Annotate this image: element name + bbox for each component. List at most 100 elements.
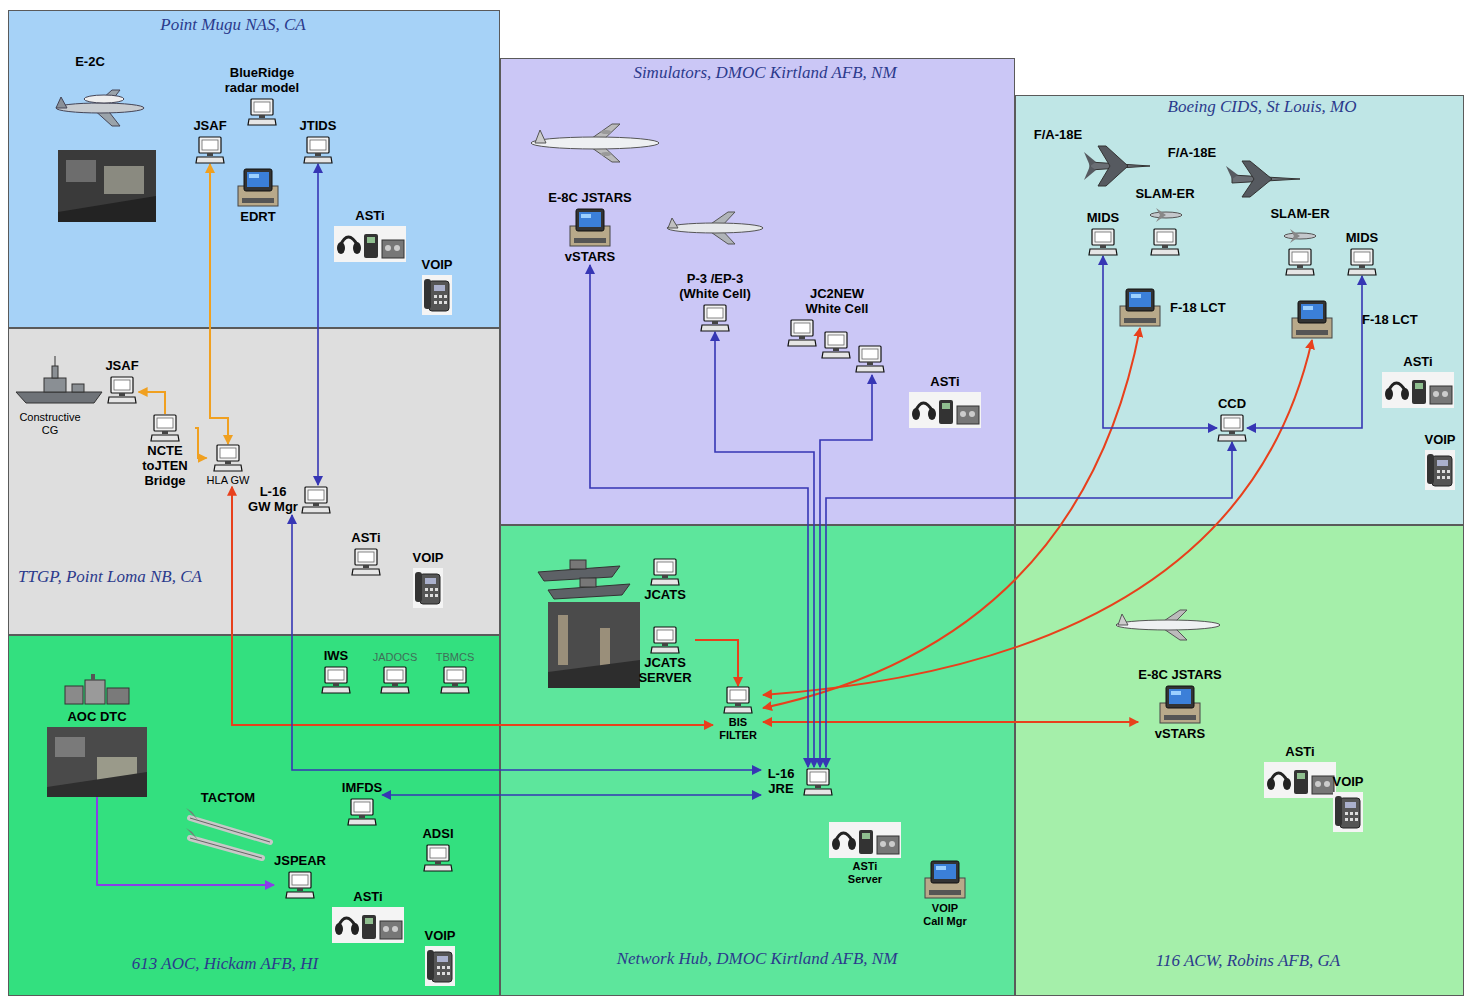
graphic-part (558, 615, 568, 665)
graphic-part (1415, 383, 1423, 389)
graphic-part (247, 172, 269, 187)
graphic-part (353, 242, 361, 254)
graphic-part (912, 408, 920, 420)
radio-headset-node: ASTi (332, 890, 404, 943)
graphic-part (654, 559, 676, 575)
graphic-part (107, 376, 137, 404)
asti-icon (1264, 762, 1336, 798)
graphic-part (1359, 265, 1365, 268)
site-heading: Boeing CIDS, St Louis, MO (1168, 98, 1357, 117)
graphic-part (1348, 269, 1376, 275)
site-region: TTGP, Point Loma NB, CAJSAFNCTE toJTEN B… (8, 328, 500, 635)
computer-node: MIDS (1087, 211, 1120, 256)
graphic-part (427, 950, 434, 980)
node-label: vSTARS (1155, 727, 1205, 742)
graphic-part (570, 560, 586, 569)
graphic-part (1442, 470, 1445, 473)
graphic-part (700, 304, 730, 332)
graphic-part (1354, 252, 1370, 262)
graphic-part (1333, 792, 1363, 832)
graphic-part (425, 946, 455, 986)
pc-icon (423, 844, 453, 872)
graphic-part (1100, 245, 1106, 248)
computer-node: SLAM-ER (1135, 187, 1194, 256)
site-region: 613 AOC, Hickam AFB, HIIWSJADOCSTBMCSAOC… (8, 635, 500, 996)
computer-node: E-8C JSTARS vSTARS (1138, 668, 1222, 742)
pc-icon (723, 686, 753, 714)
pc-icon (285, 871, 315, 899)
graphic-part (325, 667, 347, 683)
graphic-part (1264, 762, 1336, 798)
radio-headset-node: ASTi (334, 209, 406, 262)
pc-icon (301, 486, 331, 514)
graphic-part (730, 690, 746, 700)
graphic-part (332, 907, 404, 943)
graphic-part (66, 160, 96, 182)
graphic-part (1333, 792, 1363, 832)
computer-node: TBMCS (436, 651, 475, 694)
graphic-part (1297, 773, 1305, 779)
node-label: NCTE toJTEN Bridge (135, 444, 195, 489)
graphic-part (55, 737, 85, 757)
graphic-part (84, 95, 124, 103)
graphic-part (1289, 249, 1311, 265)
graphic-part (1351, 249, 1373, 265)
graphic-part (828, 335, 844, 345)
node-label: ASTi Server (843, 860, 888, 885)
node-label: IWS (324, 649, 349, 664)
graphic-part (434, 295, 437, 298)
computer-node: JADOCS (373, 651, 418, 694)
graphic-part (1089, 249, 1117, 255)
graphic-part (862, 349, 878, 359)
node-label: JC2NEW White Cell (797, 287, 877, 317)
graphic-part (574, 238, 606, 243)
graphic-part (1264, 762, 1336, 798)
graphic-part (333, 683, 339, 686)
graphic-part (195, 136, 225, 164)
graphic-part (704, 305, 726, 321)
graphic-part (650, 558, 680, 586)
node-label: F-18 LCT (1362, 313, 1418, 328)
computer-node: MIDS (1346, 231, 1379, 276)
node-label: VOIP (412, 551, 443, 566)
graphic-part (434, 301, 437, 304)
graphic-part (788, 320, 816, 346)
graphic-part (535, 130, 546, 143)
node-label: JSAF (105, 359, 138, 374)
graphic-part (791, 320, 813, 336)
graphic-part (425, 578, 436, 584)
graphic-part (444, 667, 466, 683)
graphic-part (214, 465, 242, 471)
graphic-part (1430, 386, 1452, 404)
graphic-part (822, 332, 850, 358)
pc-icon (303, 136, 333, 164)
annotation-label: TACTOM (201, 791, 255, 806)
graphic-part (723, 686, 753, 714)
node-label: ASTi (351, 531, 380, 546)
graphic-part (383, 926, 389, 932)
voip-phone-node: VOIP (1332, 775, 1363, 832)
graphic-part (430, 588, 433, 591)
connector (763, 328, 1140, 708)
graphic-part (315, 153, 321, 156)
graphic-part (585, 124, 620, 162)
graphic-part (707, 308, 723, 318)
bldg-icon (61, 672, 133, 708)
graphic-part (1217, 414, 1247, 442)
connector (1247, 276, 1362, 428)
node-label: E-8C JSTARS (548, 191, 632, 206)
node-label: E-8C JSTARS (1138, 668, 1222, 683)
graphic-part (576, 209, 604, 231)
graphic-part (889, 841, 895, 847)
graphic-part (832, 838, 840, 850)
graphic-part (1442, 391, 1448, 397)
graphic-part (1224, 418, 1240, 428)
graphic-part (452, 683, 458, 686)
graphic-part (162, 431, 168, 434)
graphic-part (1232, 175, 1300, 183)
node-label: HLA GW (207, 474, 250, 487)
node-label: ASTi (930, 375, 959, 390)
pc-icon (380, 666, 410, 694)
graphic-part (880, 841, 886, 847)
graphic-part (1297, 265, 1303, 268)
